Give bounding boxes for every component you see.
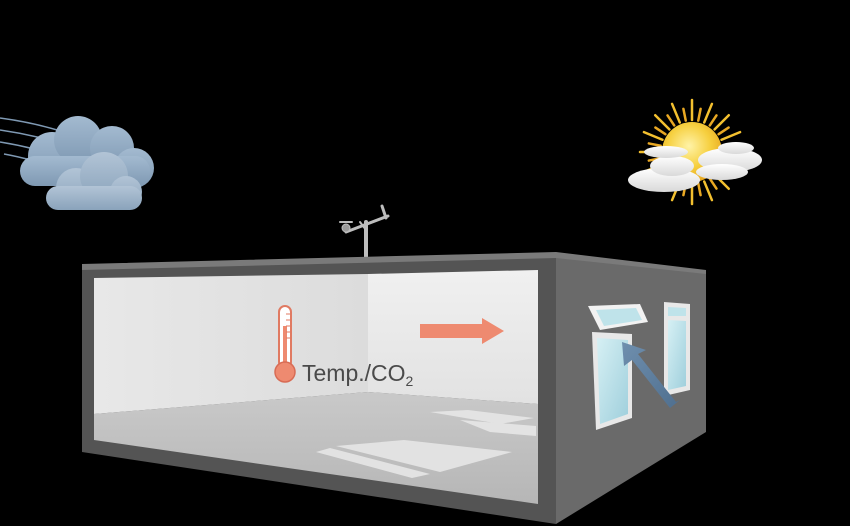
window-left: [588, 304, 648, 430]
sun-ray: [682, 107, 688, 122]
sun-ray: [666, 114, 676, 127]
sun-clouds-icon: [628, 98, 762, 206]
building: [82, 252, 706, 524]
light-patches: [316, 410, 536, 478]
sun-ray: [702, 180, 714, 202]
interior-back-wall: [94, 274, 368, 414]
arrow-diagonal-icon: [622, 342, 680, 408]
weather-station-icon: [339, 204, 390, 260]
sensor-label-subscript: 2: [406, 373, 414, 389]
sun-ray: [696, 107, 702, 122]
sun-cloud-left: [628, 146, 700, 192]
sun-cloud-right: [696, 142, 762, 180]
sun-ray: [713, 113, 731, 131]
sun-ray: [653, 113, 671, 131]
sun-ray: [708, 114, 718, 127]
sun-ray: [654, 126, 667, 136]
sensor-label: Temp./CO2: [302, 360, 414, 389]
window-right: [664, 302, 690, 396]
roof-edge: [82, 252, 706, 274]
sun-ray: [717, 126, 730, 136]
cloud-wind-icon: [0, 116, 154, 210]
sun-ray: [720, 130, 742, 142]
interior-floor: [94, 392, 538, 504]
sun-ray: [647, 142, 662, 148]
arrow-right-icon: [420, 318, 504, 344]
sun-ray: [696, 182, 702, 197]
sun-ray: [708, 177, 718, 190]
sun-ray: [642, 130, 664, 142]
front-cloud: [46, 152, 142, 210]
sun-ray: [670, 102, 682, 124]
sun-ray: [702, 102, 714, 124]
thermometer-icon: [274, 305, 296, 383]
